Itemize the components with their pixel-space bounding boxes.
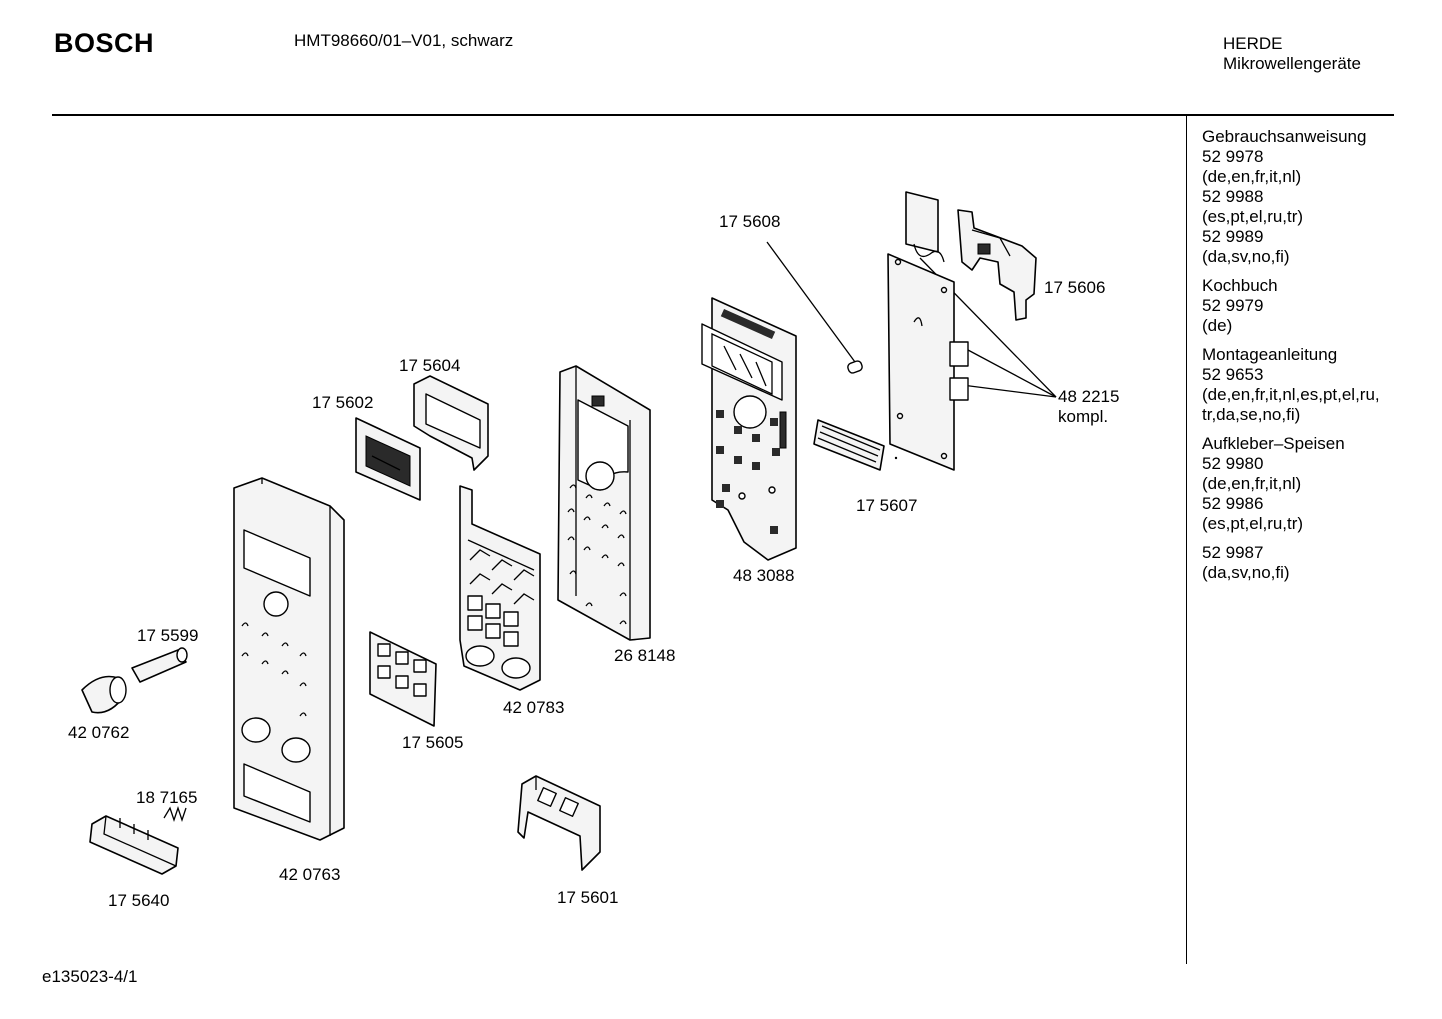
label-175608: 17 5608 (719, 212, 780, 231)
part-foil-175605[interactable] (369, 631, 437, 727)
documentation-list: Gebrauchsanweisung 52 9978 (de,en,fr,it,… (1202, 127, 1380, 592)
doc-line: (de) (1202, 316, 1233, 335)
doc-block-installation: Montageanleitung 52 9653 (de,en,fr,it,nl… (1202, 345, 1380, 425)
label-483088: 48 3088 (733, 566, 794, 585)
label-420762: 42 0762 (68, 723, 129, 742)
part-keypad-mat-420783[interactable] (459, 485, 541, 691)
model-number: HMT98660/01–V01, schwarz (294, 31, 514, 50)
label-187165: 18 7165 (136, 788, 197, 807)
part-spring-187165[interactable] (163, 805, 187, 823)
label-175605: 17 5605 (402, 733, 463, 752)
category-line-2: Mikrowellengeräte (1223, 54, 1361, 73)
doc-line: 52 9978 (1202, 147, 1264, 166)
doc-block-cookbook: Kochbuch 52 9979 (de) (1202, 276, 1380, 336)
label-268148: 26 8148 (614, 646, 675, 665)
label-482215-kompl: kompl. (1058, 407, 1108, 426)
part-axle-175599[interactable] (131, 647, 188, 683)
part-bracket-175606[interactable] (957, 209, 1037, 321)
label-175607: 17 5607 (856, 496, 917, 515)
doc-line: (da,sv,no,fi) (1202, 563, 1290, 582)
doc-line: 52 9988 (1202, 187, 1264, 206)
part-front-panel-420763[interactable] (233, 477, 345, 841)
panel-key-holes (241, 622, 307, 717)
frame-key-holes (567, 484, 627, 625)
doc-line: Gebrauchsanweisung (1202, 127, 1367, 146)
doc-block-stickers: Aufkleber–Speisen 52 9980 (de,en,fr,it,n… (1202, 434, 1380, 534)
part-control-board-483088[interactable] (701, 297, 797, 561)
doc-line: (es,pt,el,ru,tr) (1202, 207, 1304, 226)
doc-line: (da,sv,no,fi) (1202, 247, 1290, 266)
doc-line: (de,en,fr,it,nl) (1202, 474, 1302, 493)
doc-line: (de,en,fr,it,nl) (1202, 167, 1302, 186)
label-175599: 17 5599 (137, 626, 198, 645)
doc-block-user-manual: Gebrauchsanweisung 52 9978 (de,en,fr,it,… (1202, 127, 1380, 267)
part-labels: 17 5608 17 5606 48 2215 kompl. 17 5604 1… (68, 212, 1119, 910)
drawing-code: e135023-4/1 (42, 967, 138, 986)
doc-line: Kochbuch (1202, 276, 1278, 295)
part-button-175640[interactable] (89, 815, 179, 875)
part-frame-268148[interactable] (557, 365, 651, 641)
sidebar-divider (1186, 116, 1187, 964)
label-175606: 17 5606 (1044, 278, 1105, 297)
part-ribbon-175607[interactable] (813, 419, 898, 471)
label-175604: 17 5604 (399, 356, 460, 375)
label-175640: 17 5640 (108, 891, 169, 910)
doc-line: Montageanleitung (1202, 345, 1338, 364)
doc-line: 52 9987 (1202, 543, 1264, 562)
part-hook-holder-175601[interactable] (517, 775, 601, 871)
part-pin-175608[interactable] (847, 360, 864, 374)
doc-line: 52 9653 (1202, 365, 1264, 384)
doc-line: Aufkleber–Speisen (1202, 434, 1345, 453)
brand-logo: BOSCH (54, 28, 155, 58)
part-board-482215[interactable] (887, 191, 969, 471)
label-420783: 42 0783 (503, 698, 564, 717)
label-175602: 17 5602 (312, 393, 373, 412)
part-holder-175604[interactable] (413, 375, 489, 471)
exploded-view-diagram: 17 5608 17 5606 48 2215 kompl. 17 5604 1… (68, 191, 1119, 910)
label-482215: 48 2215 (1058, 387, 1119, 406)
doc-line: 52 9989 (1202, 227, 1264, 246)
label-420763: 42 0763 (279, 865, 340, 884)
category-line-1: HERDE (1223, 34, 1283, 53)
part-window-175602[interactable] (355, 417, 421, 501)
doc-line: 52 9986 (1202, 494, 1264, 513)
doc-line: 52 9979 (1202, 296, 1264, 315)
category: HERDE Mikrowellengeräte (1223, 34, 1361, 74)
doc-line: tr,da,se,no,fi) (1202, 405, 1301, 424)
header-divider (52, 114, 1394, 116)
part-knob-420762[interactable] (81, 675, 127, 714)
doc-line: (de,en,fr,it,nl,es,pt,el,ru, (1202, 385, 1380, 404)
doc-line: 52 9980 (1202, 454, 1264, 473)
doc-line: (es,pt,el,ru,tr) (1202, 514, 1304, 533)
label-175601: 17 5601 (557, 888, 618, 907)
doc-block-stickers-nordic: 52 9987 (da,sv,no,fi) (1202, 543, 1380, 583)
